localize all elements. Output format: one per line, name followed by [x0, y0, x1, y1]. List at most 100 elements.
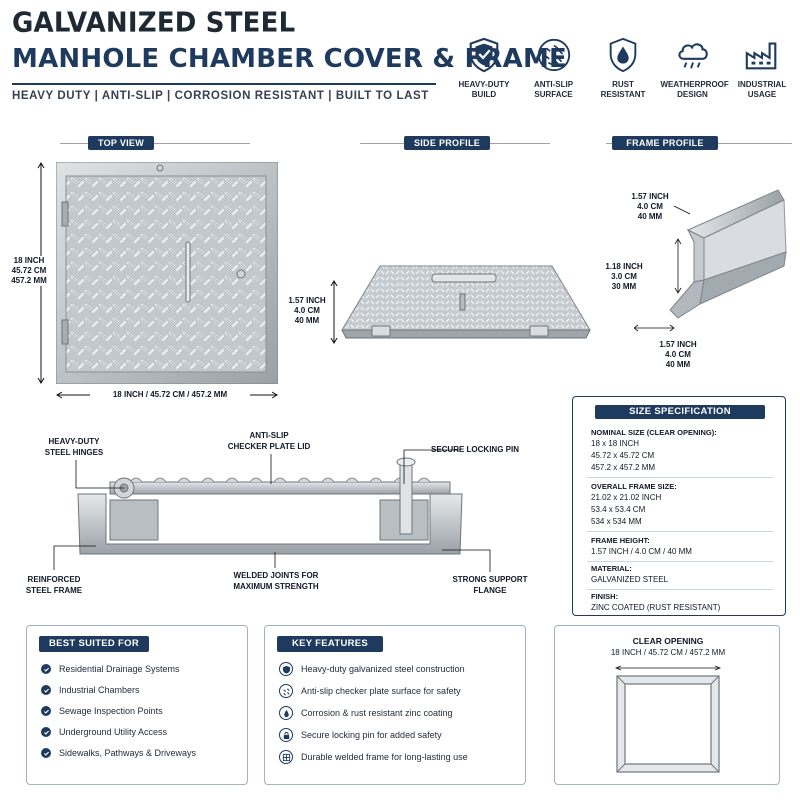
frame-bottom-dims: 1.57 INCH 4.0 CM 40 MM: [656, 340, 700, 370]
badge-industrial: INDUSTRIAL USAGE: [730, 36, 794, 106]
grid-icon: [279, 750, 293, 764]
rust-drop-icon: [609, 37, 637, 73]
title-line-1: GALVANIZED STEEL: [12, 7, 296, 39]
spec-height-heading: FRAME HEIGHT:: [591, 536, 650, 545]
best-suited-title: BEST SUITED FOR: [39, 636, 149, 652]
check-icon: [41, 685, 51, 695]
drop-icon: [279, 706, 293, 720]
clear-opening-title: CLEAR OPENING: [632, 636, 704, 646]
badge-heavy-duty: HEAVY-DUTY BUILD: [452, 36, 516, 106]
list-item: Durable welded frame for long-lasting us…: [279, 750, 468, 764]
dim-frame-top-cm: 4.0 CM: [637, 202, 663, 211]
clear-opening-value: 18 INCH / 45.72 CM / 457.2 MM: [610, 648, 726, 657]
badge-label-line1: HEAVY-DUTY: [458, 80, 510, 89]
list-item-text: Industrial Chambers: [59, 685, 140, 695]
spec-finish-heading: FINISH:: [591, 592, 619, 601]
clear-opening-panel: CLEAR OPENING 18 INCH / 45.72 CM / 457.2…: [554, 625, 780, 785]
badge-label-line1: ANTI-SLIP: [533, 80, 574, 89]
badge-label-line1: INDUSTRIAL: [737, 80, 787, 89]
dim-frame-mid-cm: 3.0 CM: [611, 272, 637, 281]
callout-welded-line1: WELDED JOINTS FOR: [233, 571, 319, 580]
spec-nominal: NOMINAL SIZE (CLEAR OPENING): 18 x 18 IN…: [591, 427, 771, 474]
badge-label-line1: WEATHERPROOF: [660, 80, 729, 89]
callout-pin-leader: [403, 449, 460, 484]
list-item: Corrosion & rust resistant zinc coating: [279, 706, 453, 720]
list-item: Sidewalks, Pathways & Driveways: [41, 748, 196, 758]
spec-overall-cm: 53.4 x 53.4 CM: [591, 505, 646, 514]
callout-lid-line1: ANTI-SLIP: [249, 431, 289, 440]
frame-dimension-lines: [634, 205, 691, 332]
top-view-drawing: [56, 162, 278, 384]
spec-nominal-heading: NOMINAL SIZE (CLEAR OPENING):: [591, 428, 717, 437]
spec-divider: [587, 531, 773, 532]
key-features-title: KEY FEATURES: [277, 636, 383, 652]
dim-side-cm: 4.0 CM: [294, 306, 320, 315]
frame-profile-drawing: [669, 189, 787, 319]
callout-welded: WELDED JOINTS FOR MAXIMUM STRENGTH: [218, 570, 334, 592]
callout-frame-line2: STEEL FRAME: [25, 586, 83, 595]
check-icon: [41, 727, 51, 737]
anti-slip-icon: [537, 38, 570, 72]
dim-frame-bot-cm: 4.0 CM: [665, 350, 691, 359]
spec-overall: OVERALL FRAME SIZE: 21.02 x 21.02 INCH 5…: [591, 481, 771, 528]
callout-pin: SECURE LOCKING PIN: [430, 445, 519, 454]
callout-hinges-line2: STEEL HINGES: [44, 448, 104, 457]
list-item: Heavy-duty galvanized steel construction: [279, 662, 465, 676]
badge-anti-slip: ANTI-SLIP SURFACE: [522, 36, 586, 106]
dim-frame-top-mm: 40 MM: [637, 212, 663, 221]
dim-side-mm: 40 MM: [294, 316, 320, 325]
top-view-label: TOP VIEW: [88, 136, 154, 150]
dim-height-mm: 457.2 MM: [11, 276, 47, 285]
spec-material: MATERIAL: GALVANIZED STEEL: [591, 563, 771, 586]
feature-badges: HEAVY-DUTY BUILD ANTI-SLIP SURFACE RUST …: [452, 36, 794, 106]
badge-label-line1: RUST: [612, 80, 634, 89]
list-item-text: Corrosion & rust resistant zinc coating: [301, 708, 453, 718]
callout-frame-line1: REINFORCED: [27, 575, 81, 584]
top-view-rule: [60, 143, 250, 144]
dim-frame-top-inch: 1.57 INCH: [631, 192, 669, 201]
side-profile-drawing: [341, 265, 591, 339]
size-specification-panel: SIZE SPECIFICATION NOMINAL SIZE (CLEAR O…: [572, 396, 786, 616]
callout-frame: REINFORCED STEEL FRAME: [16, 574, 92, 596]
best-suited-panel: BEST SUITED FOR Residential Drainage Sys…: [26, 625, 248, 785]
spec-finish: FINISH: ZINC COATED (RUST RESISTANT): [591, 591, 771, 614]
list-item-text: Durable welded frame for long-lasting us…: [301, 752, 468, 762]
spec-nominal-inch: 18 x 18 INCH: [591, 439, 640, 448]
badge-weatherproof: WEATHERPROOF DESIGN: [660, 36, 729, 106]
check-icon: [41, 664, 51, 674]
callout-hinges: HEAVY-DUTY STEEL HINGES: [28, 436, 120, 458]
side-height-dims: 1.57 INCH 4.0 CM 40 MM: [286, 296, 328, 326]
top-height-dims: 18 INCH 45.72 CM 457.2 MM: [6, 256, 52, 286]
dim-width: 18 INCH / 45.72 CM / 457.2 MM: [90, 390, 250, 400]
check-icon: [41, 706, 51, 716]
list-item: Secure locking pin for added safety: [279, 728, 442, 742]
dim-frame-mid-inch: 1.18 INCH: [605, 262, 643, 271]
dim-height-inch: 18 INCH: [13, 256, 45, 265]
spec-finish-value: ZINC COATED (RUST RESISTANT): [591, 603, 721, 612]
frame-mid-dims: 1.18 INCH 3.0 CM 30 MM: [602, 262, 646, 292]
dim-side-inch: 1.57 INCH: [288, 296, 326, 305]
callout-welded-leader: [274, 552, 276, 568]
list-item-text: Anti-slip checker plate surface for safe…: [301, 686, 461, 696]
spec-overall-heading: OVERALL FRAME SIZE:: [591, 482, 677, 491]
frame-profile-label: FRAME PROFILE: [612, 136, 718, 150]
clear-opening-diagram: [614, 666, 722, 773]
spec-nominal-mm: 457.2 x 457.2 MM: [591, 463, 656, 472]
spec-nominal-cm: 45.72 x 45.72 CM: [591, 451, 655, 460]
spec-divider: [587, 589, 773, 590]
title-rule: [12, 83, 436, 85]
dim-height-cm: 45.72 CM: [11, 266, 47, 275]
spec-overall-inch: 21.02 x 21.02 INCH: [591, 493, 662, 502]
spec-material-value: GALVANIZED STEEL: [591, 575, 669, 584]
callout-flange: STRONG SUPPORT FLANGE: [440, 574, 540, 596]
shield-icon: [279, 662, 293, 676]
list-item: Sewage Inspection Points: [41, 706, 163, 716]
spec-overall-mm: 534 x 534 MM: [591, 517, 642, 526]
cross-section-drawing: [77, 457, 463, 555]
side-profile-label: SIDE PROFILE: [404, 136, 490, 150]
side-height-dimension-line: [330, 280, 338, 344]
frame-top-dims: 1.57 INCH 4.0 CM 40 MM: [628, 192, 672, 222]
badge-label-line2: BUILD: [471, 90, 497, 99]
callout-lid: ANTI-SLIP CHECKER PLATE LID: [214, 430, 324, 452]
dim-frame-bot-inch: 1.57 INCH: [659, 340, 697, 349]
